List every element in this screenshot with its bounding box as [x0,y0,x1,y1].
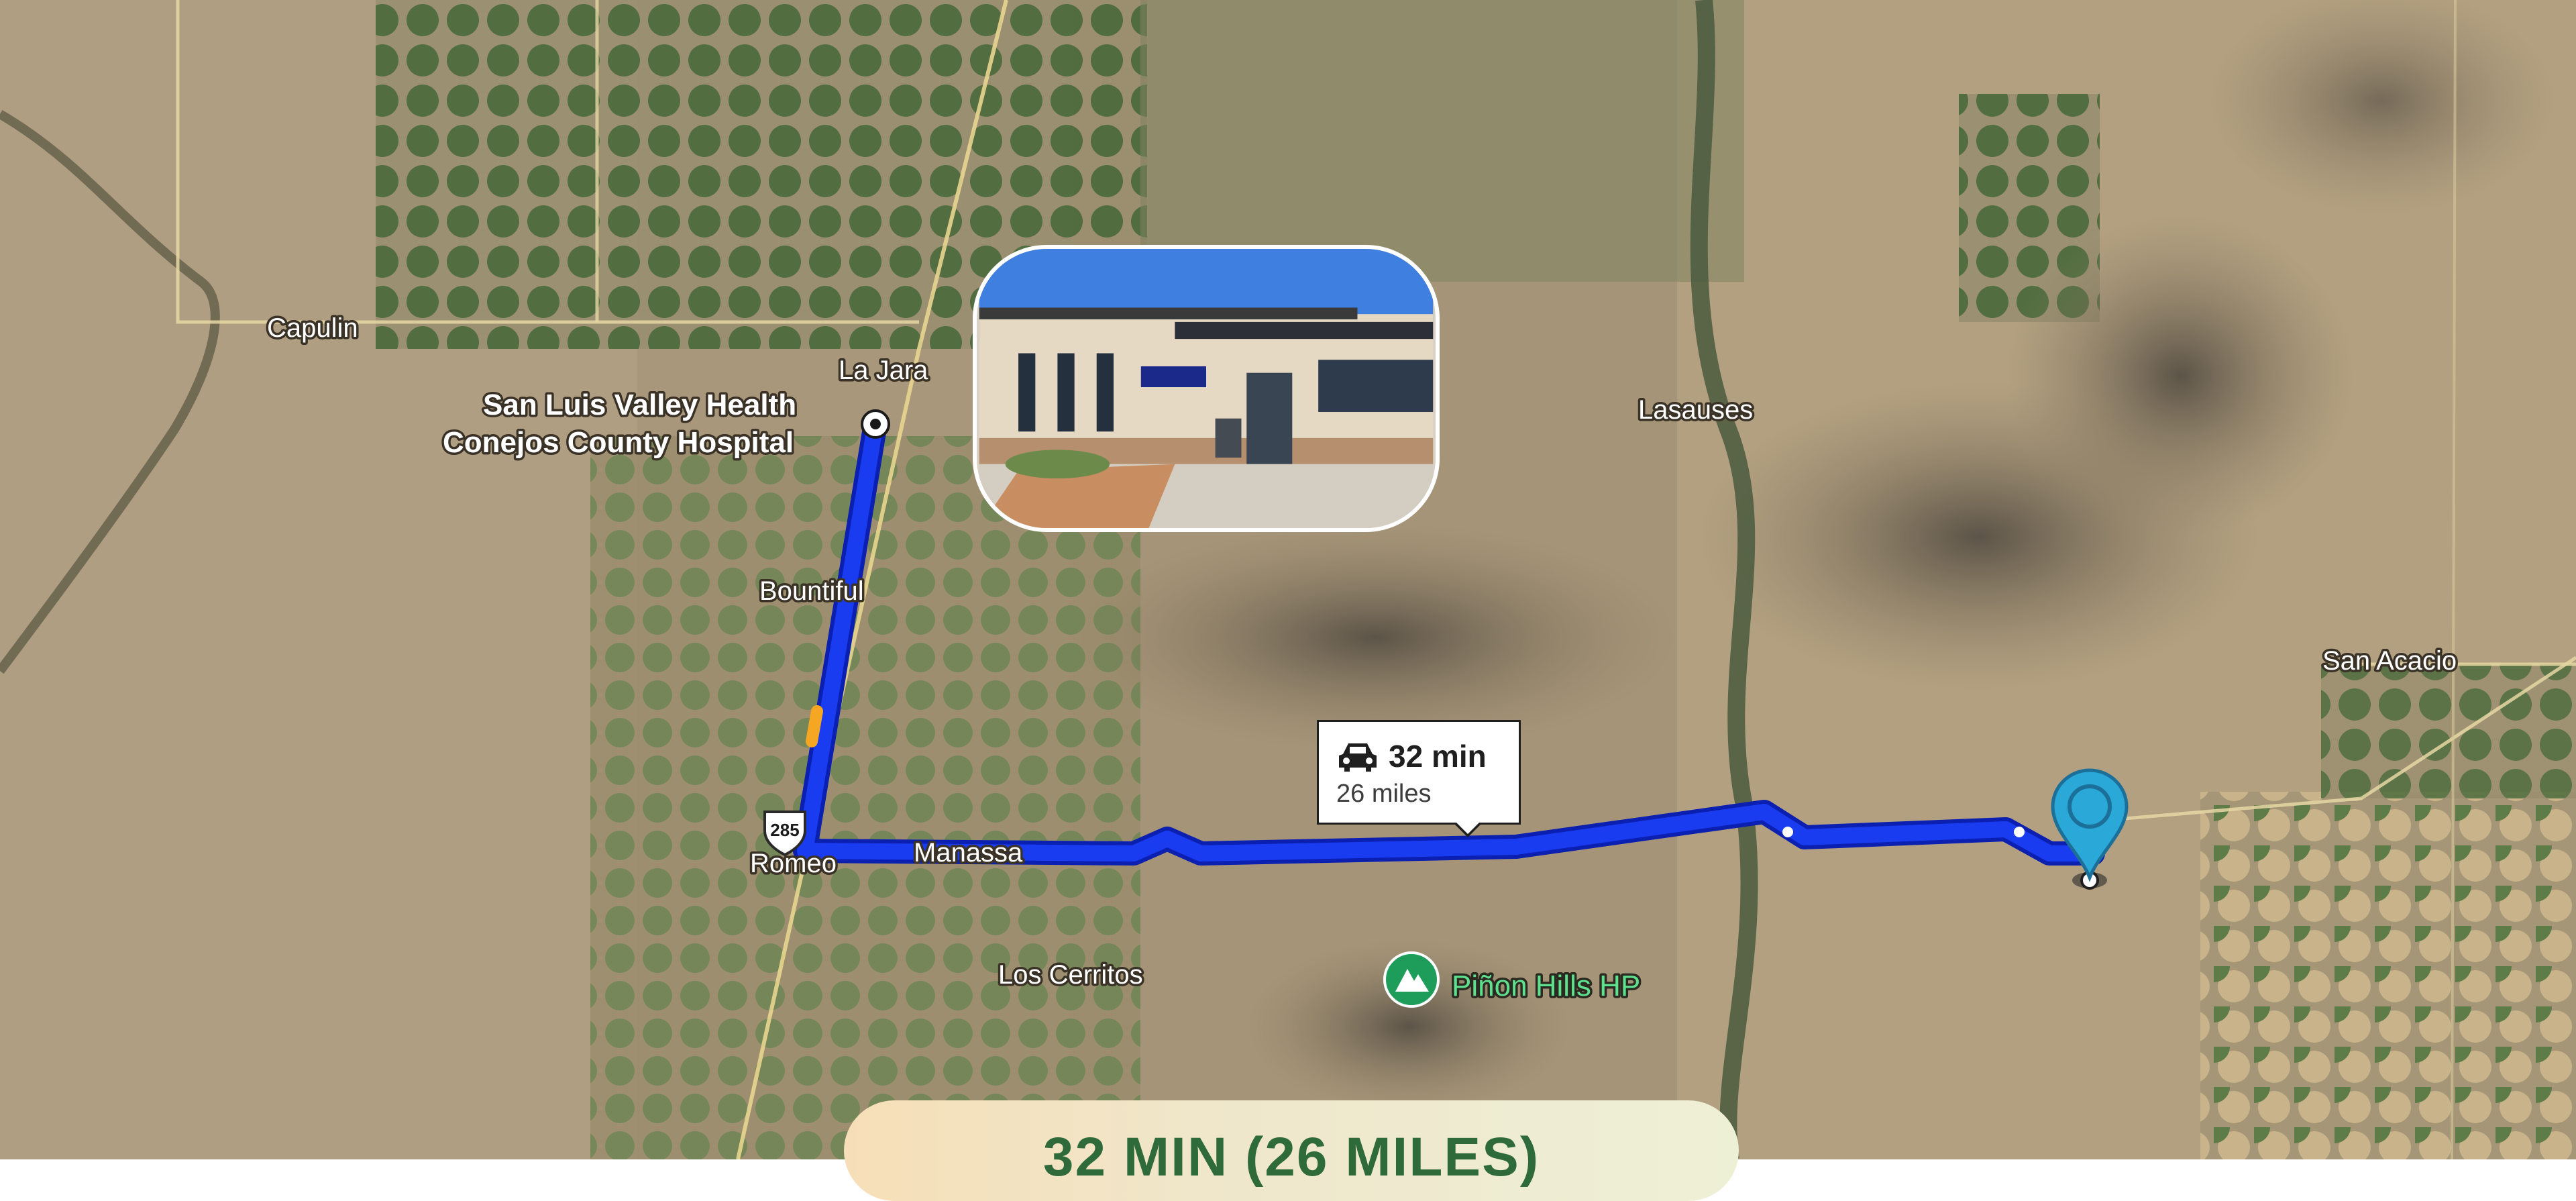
origin-label-line2[interactable]: Conejos County Hospital [441,424,796,462]
location-pin-icon[interactable] [2039,765,2140,892]
river [1690,0,1758,1159]
origin-label-line1[interactable]: San Luis Valley Health [481,386,799,424]
place-label-la-jara: La Jara [839,356,928,385]
route-duration-callout[interactable]: 32 min 26 miles [1317,720,1521,837]
car-icon [1339,743,1377,772]
highway-shield: 285 [763,811,806,857]
route-line [797,416,2101,861]
place-label-bountiful: Bountiful [759,576,864,606]
place-label-san-acacio: San Acacio [2322,646,2457,676]
hospital-building-image [979,249,1434,528]
place-label-lasauses: Lasauses [1638,395,1753,425]
place-label-capulin: Capulin [267,313,358,343]
satellite-map[interactable]: 285 Capulin La Jara San Luis Valley Heal… [0,0,2576,1159]
place-label-manassa: Manassa [914,838,1023,868]
route-distance: 26 miles [1336,780,1432,808]
duration-banner-text: 32 MIN (26 MILES) [1042,1127,1540,1188]
place-photo[interactable] [973,245,1440,532]
route-time: 32 min [1389,739,1487,774]
road-north [736,0,1008,1159]
place-label-romeo: Romeo [750,849,837,878]
park-label[interactable]: Piñon Hills HP [1450,968,1643,1005]
svg-text:285: 285 [770,820,799,840]
duration-banner: 32 MIN (26 MILES) [844,1100,1739,1201]
traffic-segment [806,705,823,747]
park-poi[interactable]: Piñon Hills HP [1383,951,1643,1008]
place-label-los-cerritos: Los Cerritos [998,960,1143,990]
